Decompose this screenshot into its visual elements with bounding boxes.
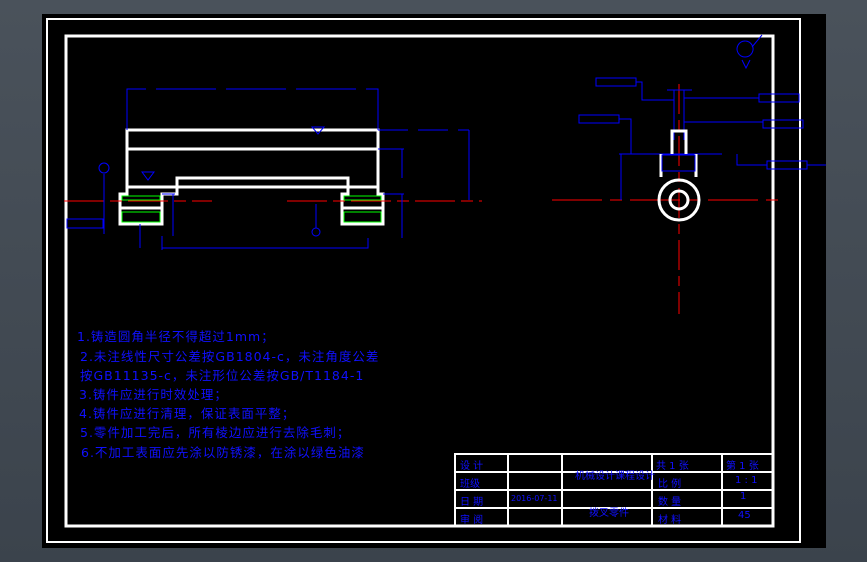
part-name: 拨叉零件	[589, 508, 629, 519]
note-2: 2.未注线性尺寸公差按GB1804-c，未注角度公差	[80, 349, 380, 364]
inner-border	[64, 34, 775, 528]
note-2-cont: 按GB11135-c，未注形位公差按GB/T1184-1	[80, 368, 365, 383]
note-5: 5.零件加工完后，所有棱边应进行去除毛刺；	[80, 425, 351, 440]
review-label: 审 阅	[460, 515, 484, 526]
centerlines	[64, 84, 782, 314]
date-label: 日 期	[460, 497, 484, 508]
side-view	[657, 129, 701, 222]
scale-value: 1 : 1	[735, 475, 758, 486]
material-value: 45	[738, 510, 751, 521]
cad-drawing	[46, 18, 826, 543]
qty-label: 数 量	[658, 497, 682, 508]
sheet-number: 第 1 张	[726, 461, 759, 472]
dimensions	[66, 34, 826, 250]
note-1: 1.铸造圆角半径不得超过1mm；	[77, 329, 275, 344]
title-block	[454, 453, 774, 527]
note-4: 4.铸件应进行清理，保证表面平整；	[79, 406, 296, 421]
qty-value: 1	[740, 491, 747, 502]
sheets-total: 共 1 张	[656, 461, 689, 472]
material-label: 材 料	[658, 515, 682, 526]
course-title: 机械设计课程设计	[575, 471, 655, 482]
date-value: 2016-07-11	[511, 494, 558, 503]
design-label: 设 计	[460, 461, 484, 472]
front-view	[118, 128, 385, 226]
hatching	[121, 195, 382, 223]
class-label: 班级	[460, 479, 480, 490]
note-6: 6.不加工表面应先涂以防锈漆，在涂以绿色油漆	[81, 445, 365, 460]
note-3: 3.铸件应进行时效处理；	[79, 387, 228, 402]
scale-label: 比 例	[658, 479, 682, 490]
drawing-sheet: 1.铸造圆角半径不得超过1mm； 2.未注线性尺寸公差按GB1804-c，未注角…	[42, 14, 826, 548]
outer-border	[46, 18, 801, 543]
